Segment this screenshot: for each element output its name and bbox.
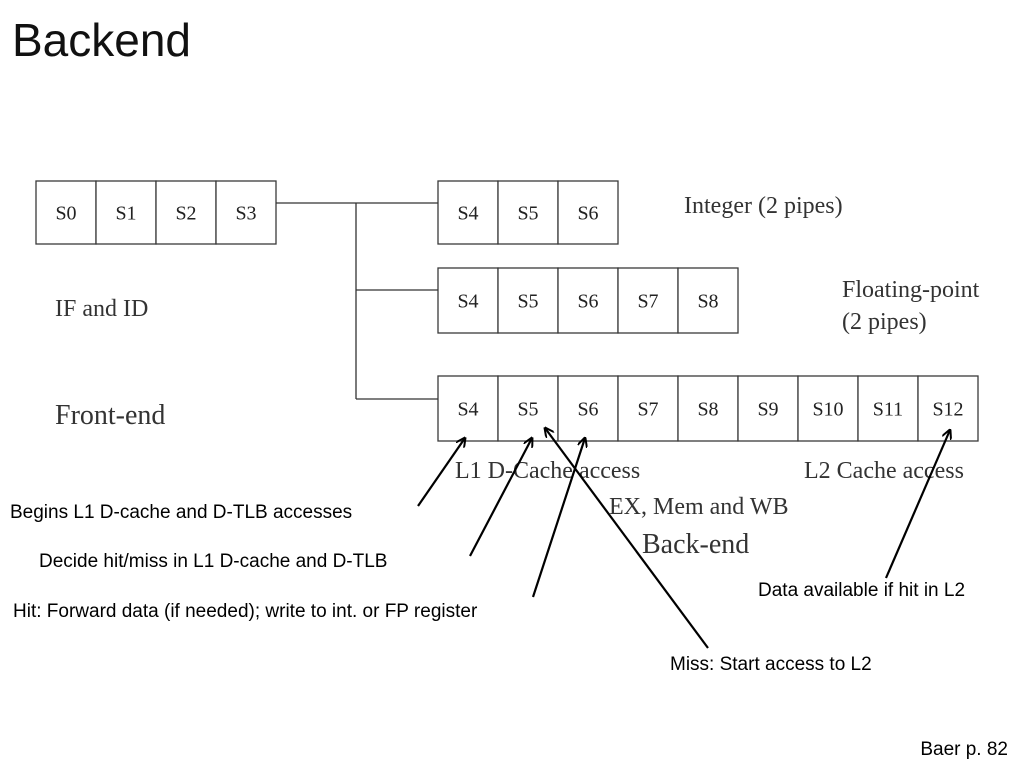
stage-label: S7	[637, 291, 658, 313]
integer-pipes-label: Integer (2 pipes)	[684, 193, 843, 219]
stage-label: S5	[517, 291, 538, 313]
stage-box	[797, 375, 859, 442]
stage-cell-s7: S7	[617, 375, 679, 442]
stage-label: S4	[457, 399, 478, 421]
fp-pipes-label-line2: (2 pipes)	[842, 309, 927, 335]
begins-l1-annotation: Begins L1 D-cache and D-TLB accesses	[10, 502, 352, 523]
branch-connector	[276, 202, 438, 400]
stage-label: S3	[235, 203, 256, 225]
stage-label: S2	[175, 203, 196, 225]
arrow-data-available	[884, 430, 950, 579]
stage-label: S0	[55, 203, 76, 225]
stage-box	[497, 267, 559, 334]
stage-cell-s10: S10	[797, 375, 859, 442]
arrow-hit-forward	[531, 438, 585, 598]
stage-cell-s5: S5	[497, 267, 559, 334]
stage-cell-s8: S8	[677, 375, 739, 442]
stage-label: S8	[697, 399, 718, 421]
stage-label: S6	[577, 399, 598, 421]
stage-cell-s0: S0	[35, 180, 97, 245]
stage-cell-s4: S4	[437, 180, 499, 245]
stage-label: S5	[517, 203, 538, 225]
integer-pipe-stages: S4 S5 S6	[437, 180, 619, 245]
stage-box	[677, 375, 739, 442]
stage-cell-s9: S9	[737, 375, 799, 442]
arrow-begins-l1	[417, 438, 465, 507]
ex-mem-wb-label: EX, Mem and WB	[609, 494, 789, 520]
stage-label: S6	[577, 291, 598, 313]
fp-pipes-label-line1: Floating-point	[842, 277, 980, 303]
stage-box	[497, 180, 559, 245]
if-id-label: IF and ID	[55, 296, 148, 322]
back-end-label: Back-end	[642, 529, 749, 560]
arrow-miss-start	[545, 428, 709, 649]
stage-label: S1	[115, 203, 136, 225]
stage-box	[95, 180, 157, 245]
stage-cell-s6: S6	[557, 267, 619, 334]
front-end-stages: S0 S1 S2 S3	[35, 180, 277, 245]
stage-cell-s3: S3	[215, 180, 277, 245]
stage-box	[155, 180, 217, 245]
stage-cell-s4: S4	[437, 267, 499, 334]
l2-cache-access-label: L2 Cache access	[804, 458, 964, 484]
stage-box	[215, 180, 277, 245]
annotation-arrows	[417, 428, 950, 649]
l1-dcache-access-label: L1 D-Cache access	[455, 458, 640, 484]
citation: Baer p. 82	[920, 739, 1008, 760]
stage-label: S7	[637, 399, 658, 421]
arrow-decide-hit	[469, 438, 532, 557]
stage-label: S8	[697, 291, 718, 313]
stage-label: S4	[457, 291, 478, 313]
stage-box	[557, 180, 619, 245]
stage-cell-s5: S5	[497, 375, 559, 442]
stage-cell-s8: S8	[677, 267, 739, 334]
stage-label: S5	[517, 399, 538, 421]
stage-label: S12	[932, 399, 963, 421]
stage-cell-s11: S11	[857, 375, 919, 442]
hit-forward-annotation: Hit: Forward data (if needed); write to …	[13, 601, 478, 622]
stage-label: S4	[457, 203, 478, 225]
stage-box	[557, 267, 619, 334]
stage-label: S10	[812, 399, 843, 421]
stage-cell-s1: S1	[95, 180, 157, 245]
memory-pipe-stages: S4 S5 S6 S7 S8 S9 S10 S11 S12	[437, 375, 979, 442]
data-available-annotation: Data available if hit in L2	[758, 580, 965, 601]
stage-box	[677, 267, 739, 334]
stage-cell-s6: S6	[557, 375, 619, 442]
stage-cell-s6: S6	[557, 180, 619, 245]
miss-start-annotation: Miss: Start access to L2	[670, 654, 872, 675]
stage-label: S9	[757, 399, 778, 421]
front-end-label: Front-end	[55, 400, 165, 431]
stage-cell-s5: S5	[497, 180, 559, 245]
stage-box	[35, 180, 97, 245]
stage-cell-s7: S7	[617, 267, 679, 334]
stage-box	[737, 375, 799, 442]
stage-cell-s4: S4	[437, 375, 499, 442]
stage-box	[437, 375, 499, 442]
decide-hit-annotation: Decide hit/miss in L1 D-cache and D-TLB	[39, 551, 387, 572]
stage-box	[617, 375, 679, 442]
stage-box	[437, 180, 499, 245]
stage-box	[437, 267, 499, 334]
stage-label: S11	[873, 399, 903, 421]
stage-box	[857, 375, 919, 442]
stage-label: S6	[577, 203, 598, 225]
slide-title: Backend	[12, 14, 191, 66]
stage-cell-s2: S2	[155, 180, 217, 245]
floating-point-pipe-stages: S4 S5 S6 S7 S8	[437, 267, 739, 334]
stage-cell-s12: S12	[917, 375, 979, 442]
